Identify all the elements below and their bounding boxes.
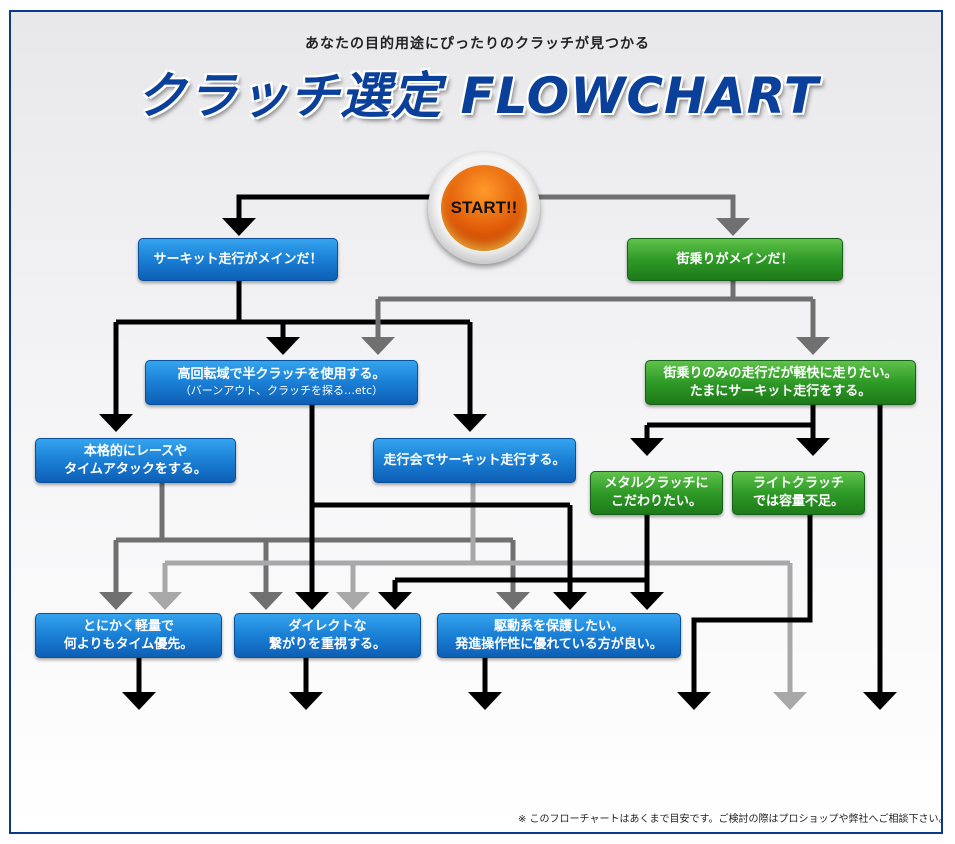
start-label: START!! <box>441 165 527 251</box>
connector-start-to-circuit <box>236 194 430 222</box>
arrow-head-street-sometimes <box>796 337 830 355</box>
arrow-head-race-to-direct <box>249 592 283 610</box>
connector-circuit-tree <box>113 281 473 418</box>
node-half-clutch-sub: （バーンアウト、クラッチを探る…etc） <box>179 383 384 397</box>
node-protect: 駆動系を保護したい。 発進操作性に優れている方が良い。 <box>437 613 681 658</box>
arrow-head-street-to-half-clutch <box>361 337 395 355</box>
node-race: 本格的にレースや タイムアタックをする。 <box>35 438 236 483</box>
arrow-head-track-to-direct <box>336 592 370 610</box>
node-lightweight-line1: とにかく軽量で <box>82 618 174 634</box>
node-metal: メタルクラッチに こだわりたい。 <box>590 471 723 515</box>
arrow-head-track-day <box>453 414 487 432</box>
node-street-main-label: 街乗りがメインだ！ <box>676 251 794 267</box>
start-button[interactable]: START!! <box>428 152 540 264</box>
node-circuit-main-label: サーキット走行がメインだ！ <box>153 251 323 267</box>
node-race-line2: タイムアタックをする。 <box>64 461 207 477</box>
node-half-clutch-label: 高回転域で半クラッチを使用する。 <box>177 367 386 383</box>
arrow-head-light-out <box>677 692 711 710</box>
node-protect-line2: 発進操作性に優れている方が良い。 <box>455 636 663 652</box>
arrow-head-lightweight-out <box>122 692 156 710</box>
node-lightweight: とにかく軽量で 何よりもタイム優先。 <box>35 613 222 658</box>
node-light-line2: では容量不足。 <box>752 494 844 509</box>
page-title: クラッチ選定 FLOWCHART <box>0 56 955 128</box>
arrow-head-half-clutch <box>266 337 300 355</box>
node-direct-line1: ダイレクトな <box>288 618 367 634</box>
arrow-head-metal-to-direct <box>378 592 412 610</box>
node-direct-line2: 繋がりを重視する。 <box>268 636 386 652</box>
arrow-head-light <box>796 438 830 456</box>
node-direct: ダイレクトな 繋がりを重視する。 <box>234 613 421 658</box>
node-street-sometimes: 街乗りのみの走行だが軽快に走りたい。 たまにサーキット走行をする。 <box>645 360 916 405</box>
connector-light-tree <box>691 515 813 694</box>
node-circuit-main: サーキット走行がメインだ！ <box>138 238 338 281</box>
node-light: ライトクラッチ では容量不足。 <box>732 471 865 515</box>
connector-metal-tree <box>392 515 650 594</box>
connector-result-outs <box>136 658 488 694</box>
footnote: ※ このフローチャートはあくまで目安です。ご検討の際はプロショップや弊社へご相談… <box>518 814 949 825</box>
title-main: クラッチ選定 <box>136 67 443 125</box>
arrow-head-race-to-protect <box>496 592 530 610</box>
title-accent: FLOWCHART <box>460 67 819 125</box>
node-metal-line2: こだわりたい。 <box>610 494 702 509</box>
arrow-head-street <box>716 218 750 236</box>
node-half-clutch: 高回転域で半クラッチを使用する。 （バーンアウト、クラッチを探る…etc） <box>145 360 418 405</box>
arrow-head-metal <box>630 438 664 456</box>
connector-street-sometimes-tree <box>644 405 883 694</box>
arrow-head-metal-to-protect <box>630 592 664 610</box>
tagline: あなたの目的用途にぴったりのクラッチが見つかる <box>305 36 650 52</box>
node-street-main: 街乗りがメインだ！ <box>627 238 843 281</box>
node-street-sometimes-line2: たまにサーキット走行をする。 <box>689 383 872 399</box>
node-protect-line1: 駆動系を保護したい。 <box>493 618 624 634</box>
connector-street-tree <box>375 281 816 340</box>
arrow-head-out-right <box>863 692 897 710</box>
arrow-head-circuit <box>222 218 256 236</box>
arrow-head-protect-out <box>468 692 502 710</box>
node-light-line1: ライトクラッチ <box>752 476 844 492</box>
arrow-head-race-to-lightweight <box>99 592 133 610</box>
connector-start-to-street <box>538 194 736 222</box>
connector-track-day-tree <box>162 483 793 694</box>
arrow-head-half-to-protect <box>553 592 587 610</box>
arrow-head-track-out <box>773 692 807 710</box>
arrow-head-race <box>99 414 133 432</box>
node-lightweight-line2: 何よりもタイム優先。 <box>63 636 194 652</box>
node-track-day-label: 走行会でサーキット走行する。 <box>383 452 566 468</box>
arrow-head-track-to-lightweight <box>148 592 182 610</box>
node-track-day: 走行会でサーキット走行する。 <box>373 438 576 483</box>
arrow-head-half-to-direct <box>295 592 329 610</box>
node-street-sometimes-line1: 街乗りのみの走行だが軽快に走りたい。 <box>663 365 898 381</box>
node-race-line1: 本格的にレースや <box>83 443 188 459</box>
node-metal-line1: メタルクラッチに <box>604 476 709 492</box>
arrow-head-direct-out <box>289 692 323 710</box>
